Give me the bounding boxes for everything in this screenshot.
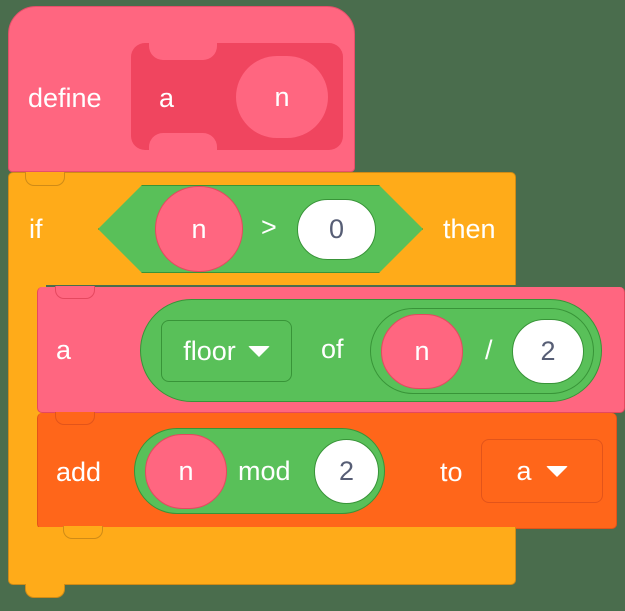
number-value: 0 (328, 214, 345, 244)
if-keyword-label: if (29, 214, 43, 244)
if-foot-bottom-notch (25, 584, 65, 598)
add-to-list-block[interactable]: add n mod 2 to a (37, 412, 617, 541)
division-sign-label: / (485, 335, 493, 365)
math-function-operator-block[interactable]: floor of n / 2 (140, 299, 602, 402)
add-block-top-notch (55, 412, 95, 425)
if-block-foot[interactable] (8, 526, 516, 598)
number-input-divisor[interactable]: 2 (512, 319, 584, 384)
procedure-argument-n[interactable]: n (236, 56, 328, 138)
division-operator-block[interactable]: n / 2 (370, 308, 594, 394)
to-connector-label: to (440, 457, 463, 487)
procedure-argument-label: n (274, 81, 290, 112)
chevron-down-icon (247, 345, 270, 357)
variable-reporter-n-condition[interactable]: n (155, 186, 243, 272)
if-top-notch (25, 172, 65, 186)
define-keyword-label: define (28, 83, 102, 113)
of-connector-label: of (321, 334, 344, 364)
number-value: 2 (338, 456, 355, 486)
modulo-keyword-label: mod (238, 456, 291, 486)
prototype-notch-bottom (149, 133, 217, 150)
add-keyword-label: add (56, 457, 102, 487)
chevron-down-icon (545, 465, 568, 477)
procedure-prototype[interactable]: a n (131, 43, 343, 150)
number-input-modulus[interactable]: 2 (314, 439, 379, 504)
modulo-operator-block[interactable]: n mod 2 (134, 428, 385, 514)
number-value: 2 (540, 336, 556, 366)
greater-than-sign-label: > (261, 212, 277, 242)
number-input-zero[interactable]: 0 (297, 199, 376, 260)
math-function-dropdown[interactable]: floor (161, 320, 292, 382)
variable-reporter-n-modulo[interactable]: n (145, 434, 227, 509)
set-block-top-notch (55, 286, 95, 299)
prototype-notch-top (149, 43, 217, 60)
variable-reporter-n-division[interactable]: n (381, 314, 463, 389)
variable-label: n (414, 336, 430, 366)
set-variable-name-label: a (56, 335, 72, 365)
list-name-label: a (516, 455, 532, 486)
math-function-label: floor (183, 335, 236, 366)
procedure-name-label: a (159, 83, 175, 113)
then-keyword-label: then (443, 214, 496, 244)
define-hat-block[interactable]: define a n (8, 6, 355, 172)
list-name-dropdown[interactable]: a (481, 439, 603, 503)
variable-label: n (191, 213, 207, 244)
if-foot-top-notch (63, 526, 103, 539)
variable-label: n (178, 456, 194, 486)
